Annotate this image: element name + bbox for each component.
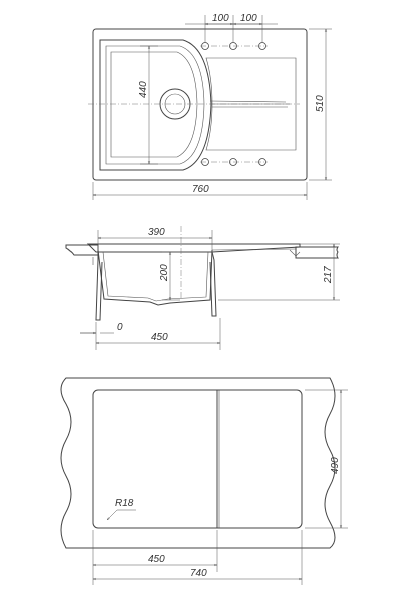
dim-corner-radius: R18 — [115, 498, 134, 509]
dim-total-height: 217 — [323, 266, 334, 284]
dim-divider-position: 450 — [148, 554, 165, 565]
dim-cutout-offset: 450 — [151, 332, 168, 343]
section-view: 390 200 217 0 450 — [65, 226, 340, 350]
dim-hole-spacing-2: 100 — [240, 13, 257, 24]
countertop-left — [65, 244, 99, 256]
dim-bowl-height: 440 — [138, 81, 149, 98]
countertop-right — [295, 246, 339, 259]
cutout-view: R18 490 450 740 — [60, 377, 348, 585]
dim-overall-width: 760 — [192, 184, 209, 195]
top-view: 100 100 440 510 760 — [88, 13, 332, 200]
dim-cutout-height: 490 — [330, 457, 341, 474]
dim-hole-spacing-1: 100 — [212, 13, 229, 24]
sink-outline — [92, 28, 308, 181]
sink-flange — [86, 243, 301, 253]
dim-cutout-width: 740 — [190, 568, 207, 579]
dim-bowl-depth: 200 — [159, 264, 170, 282]
dim-bowl-width: 390 — [148, 227, 165, 238]
bowl-floor — [110, 51, 198, 158]
drain-outer — [159, 88, 191, 120]
drainboard-outline — [205, 57, 297, 151]
countertop-outline — [60, 377, 336, 549]
bowl-section — [97, 249, 213, 306]
dim-offset: 0 — [117, 322, 123, 333]
bowl-outer — [99, 39, 212, 171]
tap-holes — [200, 42, 268, 166]
dim-overall-depth: 510 — [315, 95, 326, 112]
cutout-outline — [92, 389, 303, 529]
